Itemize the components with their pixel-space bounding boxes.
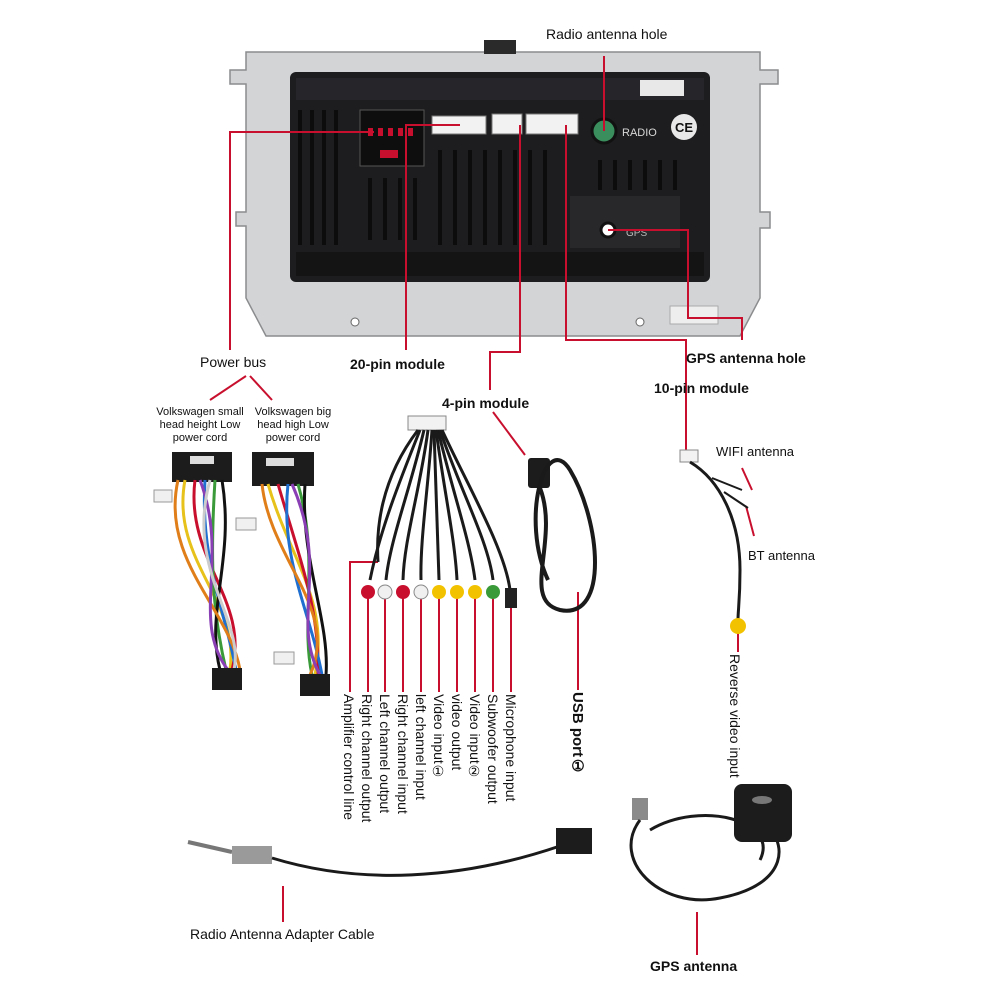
pin10-socket (525, 113, 579, 135)
antenna-plug-male (232, 846, 272, 864)
harness-small-plug (273, 651, 295, 665)
subwoofer-output-label: Subwoofer output (485, 694, 501, 804)
gps-puck-badge (752, 796, 772, 804)
bt-antenna-label: BT antenna (748, 548, 815, 563)
rca-plug-white (377, 584, 393, 600)
right-channel-input-label: Right channel input (395, 694, 411, 814)
rca-cables (368, 429, 512, 591)
harness-plug-top (252, 452, 314, 486)
rca-plug-green (486, 585, 500, 599)
radio-text: RADIO (622, 127, 657, 139)
amplifier-control-line-label: Amplifier control line (341, 694, 357, 821)
pin10-plug (679, 449, 699, 463)
pin4-module-label: 4-pin module (442, 395, 530, 411)
gps-text: GPS (626, 228, 647, 239)
pin20-module-label: 20-pin module (350, 356, 445, 372)
heat-fins (298, 110, 677, 245)
left-channel-output-label: Left channel output (377, 694, 393, 814)
screw-hole (350, 317, 360, 327)
pin20-plug (407, 415, 447, 431)
power-harness-big (235, 452, 330, 696)
radio-antenna-adapter (187, 828, 592, 877)
microphone-input-label: Microphone input (503, 694, 519, 802)
usb-cable (528, 458, 597, 613)
screw-hole (635, 317, 645, 327)
gps-antenna-hole-label: GPS antenna hole (686, 350, 806, 366)
video-output-label: video output (449, 694, 465, 771)
ce-mark (671, 114, 697, 140)
wifi-antenna-label: WIFI antenna (716, 444, 795, 459)
radio-antenna-hole-label: Radio antenna hole (546, 26, 668, 42)
mic-jack (505, 588, 517, 608)
harness-wires (173, 479, 242, 671)
harness-plug-top-label (190, 456, 214, 464)
harness-plug-bottom (300, 674, 330, 696)
ce-text: CE (675, 120, 693, 135)
harness-plug-bottom (212, 668, 242, 690)
rca-plug-red (361, 585, 375, 599)
video-input-2-label: Video input② (467, 694, 483, 780)
power-harness-small (153, 452, 242, 690)
rca-plug-red (396, 585, 410, 599)
usb-connector (528, 458, 550, 488)
gps-plate (570, 196, 680, 248)
chassis-top-plate (296, 78, 704, 100)
rca-plug-yellow (468, 585, 482, 599)
chassis-bottom-strip (296, 252, 704, 276)
leader-lines (209, 56, 755, 955)
gps-puck (734, 784, 792, 842)
top-tab (484, 40, 516, 54)
gps-connector (632, 798, 648, 820)
harness-wires (260, 483, 328, 676)
rca-plug-yellow (450, 585, 464, 599)
antenna-cable (679, 449, 749, 634)
vw-big-cord-label: Volkswagen big head high Low power cord (254, 406, 332, 444)
gps-antenna-label: GPS antenna (650, 958, 738, 974)
radio-antenna-adapter-cable-label: Radio Antenna Adapter Cable (190, 926, 375, 942)
harness-small-plug (235, 517, 257, 531)
reverse-video-rca (730, 618, 746, 634)
rca-plug-yellow (432, 585, 446, 599)
power-bus-label: Power bus (200, 354, 267, 370)
rca-harness (361, 415, 517, 608)
left-channel-input-label: left channel input (413, 694, 429, 800)
reverse-video-input-label: Reverse video input (727, 654, 743, 778)
harness-plug-top-label (266, 458, 294, 466)
harness-small-plug (153, 489, 173, 503)
video-input-1-label: Video input① (431, 694, 447, 780)
right-channel-output-label: Right channel output (359, 694, 375, 823)
gps-antenna (629, 784, 792, 902)
label-sticker-bottom (669, 305, 719, 325)
rca-plug-white (413, 584, 429, 600)
label-sticker (640, 80, 684, 96)
antenna-plug-female (556, 828, 592, 854)
usb-port-label: USB port① (569, 692, 586, 775)
vw-small-cord-label: Volkswagen small head height Low power c… (156, 406, 244, 444)
head-unit: RADIO CE GPS (229, 40, 779, 337)
pin4-socket (491, 113, 523, 135)
pin10-module-label: 10-pin module (654, 380, 749, 396)
